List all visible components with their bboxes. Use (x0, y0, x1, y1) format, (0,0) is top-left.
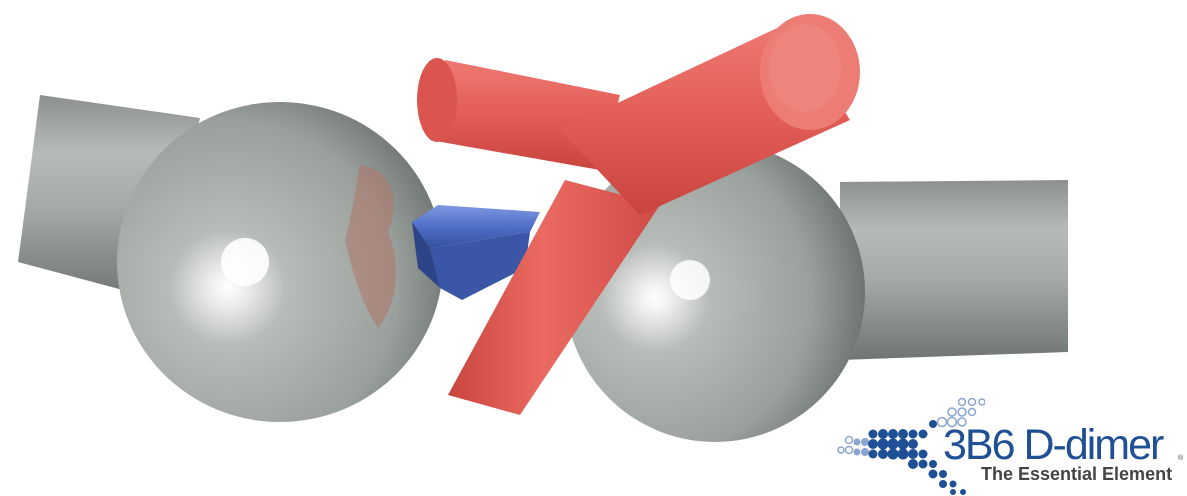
logo-name: 3B6 D-dimer (943, 421, 1164, 469)
left-sphere-patch (345, 165, 397, 328)
red-arm-lower (448, 180, 660, 415)
brand-logo: 3B6 D-dimer The Essential Element ® (835, 392, 1185, 496)
right-sphere (565, 142, 865, 442)
blue-bridge (412, 205, 540, 300)
right-tube (840, 180, 1068, 360)
dot-pattern-icon (837, 397, 985, 495)
registered-mark: ® (1178, 455, 1184, 462)
logo-tagline: The Essential Element (981, 464, 1173, 484)
